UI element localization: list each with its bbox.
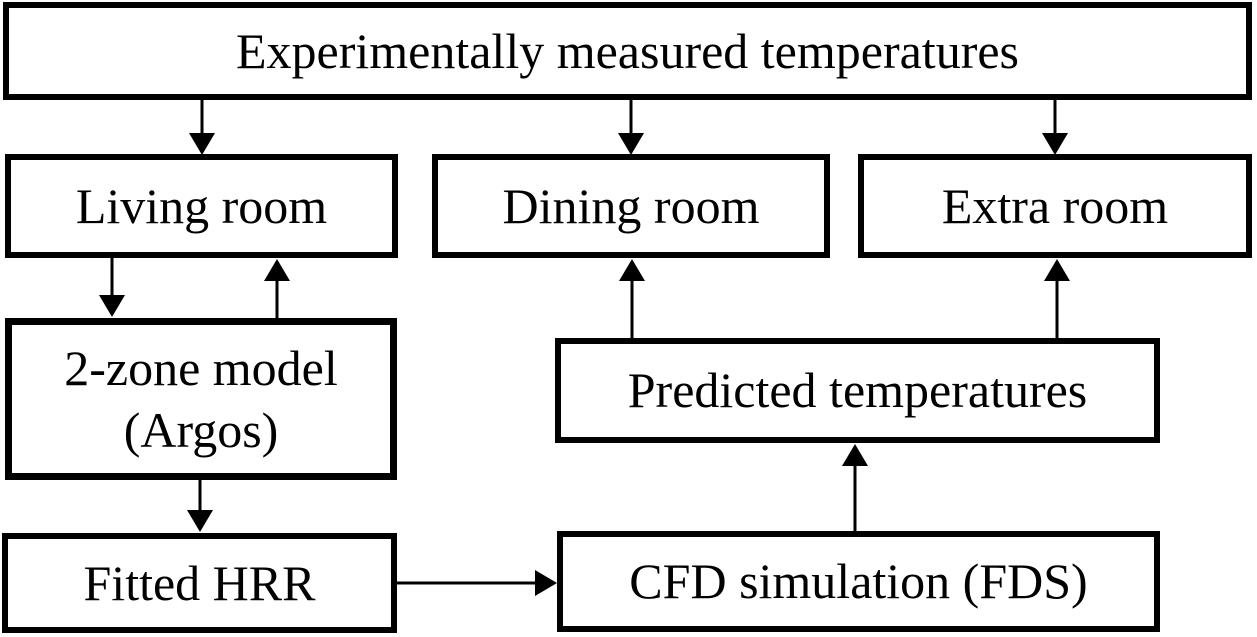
arrow-two-zone-to-fitted-hrr — [187, 478, 213, 532]
arrowhead-down-icon — [189, 133, 215, 155]
box-living-room: Living room — [5, 154, 398, 258]
arrowhead-down-icon — [99, 295, 125, 317]
arrow-cfd-to-predicted — [842, 444, 868, 532]
box-label-line2: (Argos) — [123, 402, 279, 458]
arrowhead-up-icon — [619, 259, 645, 281]
arrow-living-room-to-two-zone — [99, 256, 125, 317]
box-fitted-hrr: Fitted HRR — [2, 533, 397, 633]
box-label: CFD simulation (FDS) — [629, 553, 1088, 610]
arrow-predicted-to-dining-room — [619, 259, 645, 339]
box-label: Fitted HRR — [83, 554, 316, 611]
arrow-two-zone-to-living-room — [264, 259, 290, 319]
arrow-predicted-to-extra-room — [1044, 259, 1070, 339]
box-predicted-temperatures: Predicted temperatures — [555, 338, 1160, 443]
arrowhead-down-icon — [618, 133, 644, 155]
arrowhead-right-icon — [535, 570, 557, 596]
box-label: Living room — [75, 177, 328, 234]
box-label-line1: 2-zone model — [64, 339, 338, 396]
box-label: Extra room — [941, 177, 1169, 234]
box-dining-room: Dining room — [432, 154, 830, 258]
arrowhead-up-icon — [264, 259, 290, 281]
arrow-fitted-hrr-to-cfd — [396, 570, 557, 596]
arrow-measured-to-living-room — [189, 98, 215, 155]
box-experimentally-measured-temperatures: Experimentally measured temperatures — [3, 2, 1252, 100]
arrowhead-up-icon — [1044, 259, 1070, 281]
box-label: Dining room — [502, 177, 760, 234]
arrowhead-down-icon — [1042, 133, 1068, 155]
arrow-measured-to-extra-room — [1042, 98, 1068, 155]
box-label: Predicted temperatures — [627, 362, 1088, 419]
arrowhead-up-icon — [842, 444, 868, 466]
box-two-zone-model: 2-zone model (Argos) — [5, 318, 397, 480]
arrow-measured-to-dining-room — [618, 98, 644, 155]
box-label: Experimentally measured temperatures — [235, 22, 1019, 79]
box-extra-room: Extra room — [858, 154, 1252, 258]
box-cfd-simulation-fds: CFD simulation (FDS) — [557, 531, 1160, 632]
arrowhead-down-icon — [187, 510, 213, 532]
